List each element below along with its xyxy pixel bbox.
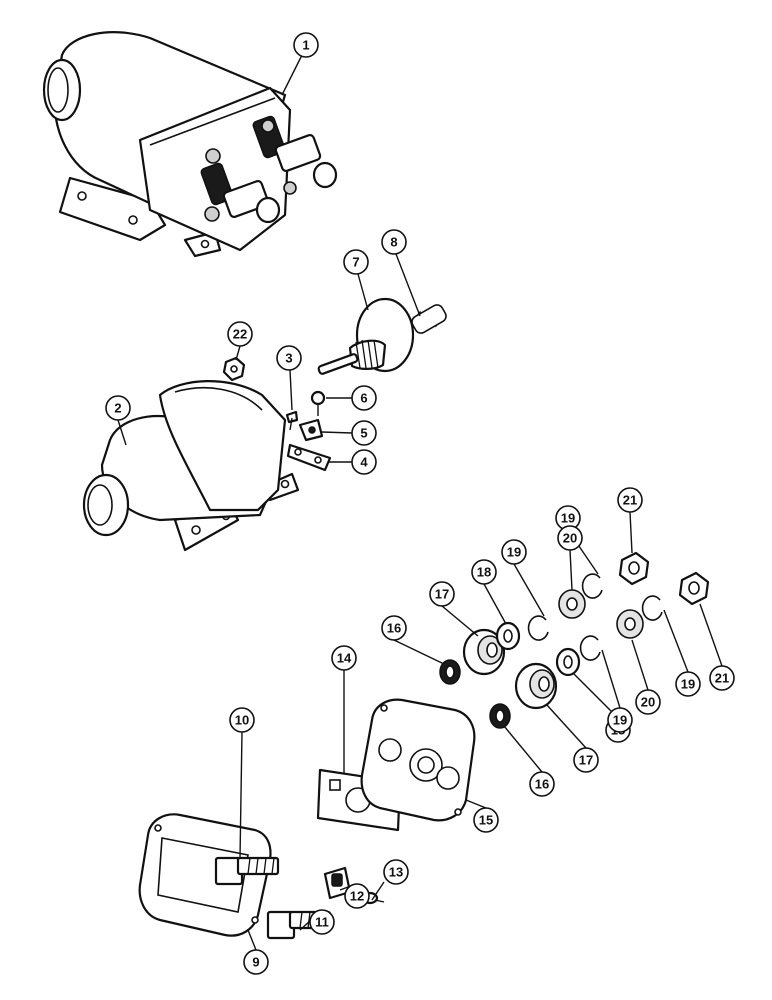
svg-text:18: 18 <box>477 565 491 580</box>
callout-1: 1 <box>293 32 319 58</box>
hex-nut-part-21-upper <box>618 551 650 586</box>
callout-10: 10 <box>229 707 255 733</box>
solenoid-body-part-2 <box>82 380 300 552</box>
washer-part-16-lower <box>489 703 511 729</box>
terminal-clip-part-12 <box>323 866 352 900</box>
svg-text:7: 7 <box>352 255 359 270</box>
callout-17-upper: 17 <box>429 581 455 607</box>
callout-4: 4 <box>351 449 377 475</box>
svg-text:4: 4 <box>360 455 368 470</box>
nut-part-20-upper <box>558 589 586 619</box>
bushing-part-17-lower <box>514 662 558 710</box>
callout-5: 5 <box>351 420 377 446</box>
plunger-part-7 <box>317 297 415 375</box>
callout-9: 9 <box>243 949 269 975</box>
svg-text:21: 21 <box>623 493 637 508</box>
callout-11: 11 <box>309 909 335 935</box>
svg-text:3: 3 <box>285 351 292 366</box>
svg-text:19: 19 <box>561 511 575 526</box>
callout-15: 15 <box>473 807 499 833</box>
svg-text:2: 2 <box>114 401 121 416</box>
lock-washer-part-19-a <box>527 615 549 641</box>
callout-14: 14 <box>331 645 357 671</box>
callouts: 1 2 3 4 5 6 7 8 9 10 11 12 13 14 15 16 1… <box>105 32 735 975</box>
lock-washer-part-19-c <box>579 635 601 661</box>
svg-text:17: 17 <box>579 753 593 768</box>
svg-text:22: 22 <box>233 327 247 342</box>
svg-text:15: 15 <box>479 813 493 828</box>
callout-3: 3 <box>276 345 302 371</box>
svg-text:16: 16 <box>387 621 401 636</box>
lock-washer-part-19-b <box>581 573 603 599</box>
svg-text:6: 6 <box>360 391 367 406</box>
callout-12: 12 <box>344 883 370 909</box>
callout-20-upper: 20 <box>557 525 583 551</box>
svg-text:21: 21 <box>715 671 729 686</box>
nut-part-22 <box>222 356 246 382</box>
svg-text:19: 19 <box>681 677 695 692</box>
callout-17-lower: 17 <box>573 747 599 773</box>
callout-19-c: 19 <box>607 707 633 733</box>
callout-16-lower: 16 <box>529 771 555 797</box>
screw-part-3 <box>285 410 299 431</box>
screw-part-6 <box>310 390 326 416</box>
bracket-part-4 <box>286 443 332 472</box>
svg-text:10: 10 <box>235 713 249 728</box>
callout-21-lower: 21 <box>709 665 735 691</box>
svg-text:19: 19 <box>507 545 521 560</box>
washer-part-18-lower <box>555 647 581 677</box>
callout-19-d: 19 <box>675 671 701 697</box>
callout-18-upper: 18 <box>471 559 497 585</box>
bushing-part-17-upper <box>462 628 506 676</box>
callout-19-a: 19 <box>501 539 527 565</box>
solenoid-assembly-part-1 <box>42 31 338 258</box>
callout-13: 13 <box>383 859 409 885</box>
svg-text:19: 19 <box>613 713 627 728</box>
svg-text:14: 14 <box>337 651 352 666</box>
svg-text:16: 16 <box>535 777 549 792</box>
callout-16-upper: 16 <box>381 615 407 641</box>
callout-7: 7 <box>343 249 369 275</box>
svg-text:13: 13 <box>389 865 403 880</box>
svg-text:1: 1 <box>302 38 309 53</box>
svg-text:17: 17 <box>435 587 449 602</box>
callout-22: 22 <box>227 321 253 347</box>
lock-washer-part-19-d <box>641 595 663 621</box>
callout-2: 2 <box>105 395 131 421</box>
svg-text:20: 20 <box>641 695 655 710</box>
svg-text:9: 9 <box>252 955 259 970</box>
callout-20-lower: 20 <box>635 689 661 715</box>
hex-nut-part-21-lower <box>678 571 710 606</box>
nut-part-20-lower <box>616 609 644 639</box>
callout-8: 8 <box>381 229 407 255</box>
callout-6: 6 <box>351 385 377 411</box>
terminal-bolt-part-10 <box>214 856 280 886</box>
callout-21-upper: 21 <box>617 487 643 513</box>
svg-text:8: 8 <box>390 235 397 250</box>
washer-part-16-upper <box>439 659 461 685</box>
gasket-part-9 <box>138 813 272 937</box>
spring-part-8 <box>411 304 447 334</box>
washer-part-18-upper <box>495 621 521 651</box>
insulator-plate-part-15 <box>360 698 476 822</box>
svg-text:11: 11 <box>315 915 329 930</box>
svg-text:20: 20 <box>563 531 577 546</box>
clip-part-5 <box>298 418 324 442</box>
svg-text:12: 12 <box>350 889 364 904</box>
svg-text:5: 5 <box>360 426 367 441</box>
